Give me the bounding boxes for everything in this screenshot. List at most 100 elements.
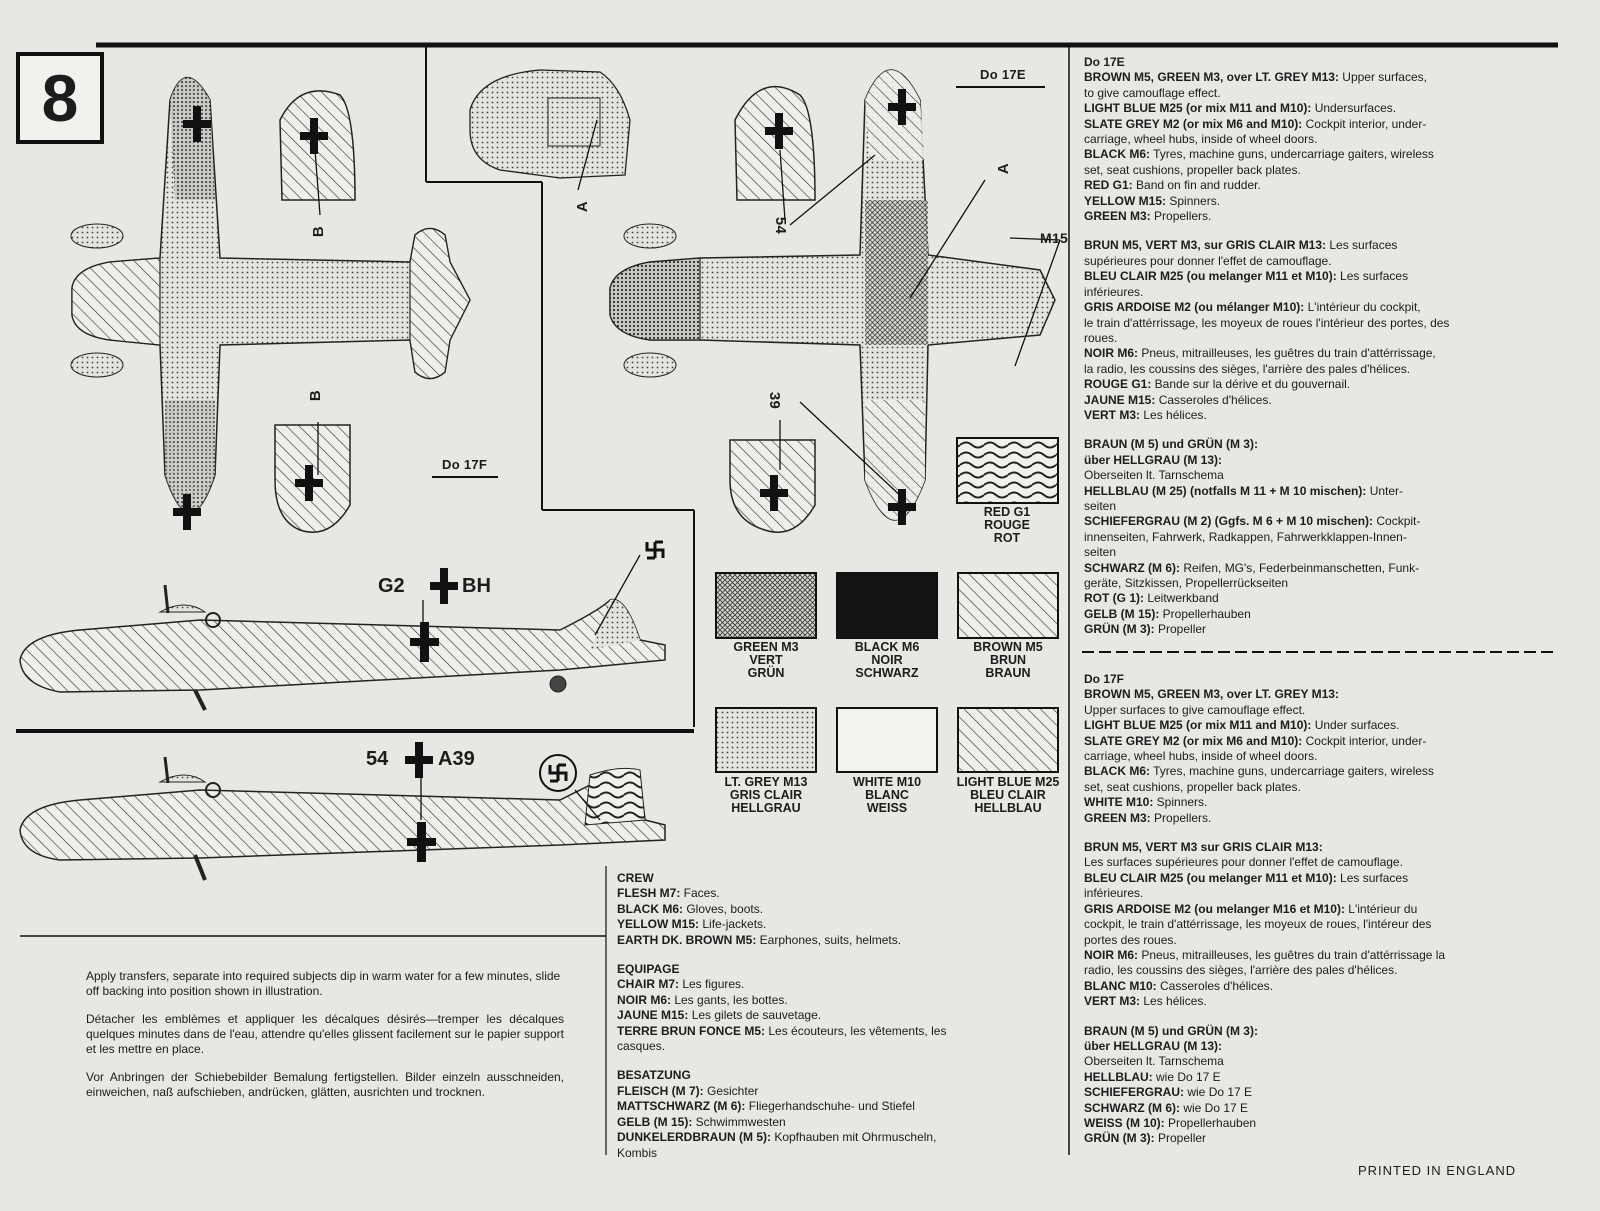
- note-text: Unter-: [1366, 483, 1404, 498]
- note-text: Band on fin and rudder.: [1132, 178, 1261, 193]
- note-heading: MATTSCHWARZ (M 6):: [617, 1099, 746, 1114]
- step-number: 8: [16, 52, 104, 144]
- note-text: Under surfaces.: [1311, 718, 1400, 733]
- note-line: JAUNE M15: Les gilets de sauvetage.: [617, 1008, 1057, 1023]
- callout-b-bottom: B: [307, 389, 325, 402]
- note-line: carriage, wheel hubs, inside of wheel do…: [1084, 132, 1564, 147]
- note-text: Faces.: [680, 886, 720, 901]
- note-heading: GREEN M3:: [1084, 810, 1151, 825]
- note-line: BLEU CLAIR M25 (ou melanger M11 et M10):…: [1084, 871, 1564, 886]
- note-text: inférieures.: [1084, 886, 1144, 901]
- note-heading: BRAUN (M 5) und GRÜN (M 3):: [1084, 437, 1258, 452]
- note-heading: NOIR M6:: [1084, 947, 1138, 962]
- note-text: Les surfaces: [1336, 870, 1409, 885]
- note-text: Les surfaces: [1336, 269, 1409, 284]
- note-line: BLACK M6: Gloves, boots.: [617, 902, 1057, 917]
- note-line: über HELLGRAU (M 13):: [1084, 453, 1564, 468]
- note-text: carriage, wheel hubs, inside of wheel do…: [1084, 132, 1318, 147]
- note-line: HELLBLAU: wie Do 17 E: [1084, 1070, 1564, 1085]
- note-line: inférieures.: [1084, 285, 1564, 300]
- note-heading: Do 17E: [1084, 55, 1125, 69]
- note-text: L'intérieur du cockpit,: [1304, 300, 1421, 315]
- note-line: WHITE M10: Spinners.: [1084, 795, 1564, 810]
- note-line: GRIS ARDOISE M2 (ou melanger M16 et M10)…: [1084, 902, 1564, 917]
- note-line: geräte, Sitzkissen, Propellerrückseiten: [1084, 576, 1564, 591]
- note-text: seiten: [1084, 545, 1117, 560]
- note-line: NOIR M6: Pneus, mitrailleuses, les guêtr…: [1084, 948, 1564, 963]
- note-text: Propeller: [1154, 1131, 1207, 1146]
- note-line: CHAIR M7: Les figures.: [617, 977, 1057, 992]
- note-line: GELB (M 15): Propellerhauben: [1084, 607, 1564, 622]
- note-line: GRÜN (M 3): Propeller: [1084, 1131, 1564, 1146]
- note-heading: HELLBLAU (M 25) (notfalls M 11 + M 10 mi…: [1084, 483, 1367, 498]
- note-heading: über HELLGRAU (M 13):: [1084, 1038, 1222, 1053]
- note-line: VERT M3: Les hélices.: [1084, 408, 1564, 423]
- note-text: wie Do 17 E: [1152, 1069, 1221, 1084]
- note-heading: CREW: [617, 871, 654, 885]
- cockpit-detail: [469, 69, 631, 191]
- note-heading: über HELLGRAU (M 13):: [1084, 452, 1222, 467]
- line-gap: [1084, 1010, 1564, 1024]
- note-text: radio, les coussins des sièges, l'arrièr…: [1084, 963, 1398, 978]
- note-heading: GELB (M 15):: [1084, 606, 1160, 621]
- do17e-fin-views: [729, 86, 876, 533]
- note-line: seiten: [1084, 545, 1564, 560]
- note-heading: GRIS ARDOISE M2 (ou melanger M16 et M10)…: [1084, 901, 1345, 916]
- note-heading: LIGHT BLUE M25 (or mix M11 and M10):: [1084, 101, 1312, 116]
- note-text: Upper surfaces,: [1338, 70, 1427, 85]
- note-text: Earphones, suits, helmets.: [756, 932, 902, 947]
- note-text: Gloves, boots.: [683, 901, 764, 916]
- note-text: Propellerhauben: [1159, 606, 1251, 621]
- note-text: Les figures.: [679, 977, 745, 992]
- registration-bh: BH: [462, 575, 491, 597]
- note-line: portes des roues.: [1084, 933, 1564, 948]
- note-line: EQUIPAGE: [617, 962, 1057, 977]
- printed-in-england: PRINTED IN ENGLAND: [1358, 1163, 1517, 1178]
- note-text: to give camouflage effect.: [1084, 85, 1221, 100]
- note-line: SCHIEFERGRAU (M 2) (Ggfs. M 6 + M 10 mis…: [1084, 514, 1564, 529]
- note-line: BRAUN (M 5) und GRÜN (M 3):: [1084, 1024, 1564, 1039]
- note-text: Spinners.: [1153, 795, 1208, 810]
- note-line: cockpit, le train d'attérrissage, les mo…: [1084, 917, 1564, 932]
- note-text: Leitwerkband: [1144, 591, 1219, 606]
- note-text: Casseroles d'hélices.: [1155, 392, 1272, 407]
- note-line: GRÜN (M 3): Propeller: [1084, 622, 1564, 637]
- note-line: to give camouflage effect.: [1084, 86, 1564, 101]
- note-heading: NOIR M6:: [617, 992, 671, 1007]
- note-line: YELLOW M15: Spinners.: [1084, 194, 1564, 209]
- note-text: Propellers.: [1150, 810, 1212, 825]
- note-line: Kombis: [617, 1146, 1057, 1161]
- line-gap: [1084, 224, 1564, 238]
- note-line: DUNKELERDBRAUN (M 5): Kopfhauben mit Ohr…: [617, 1130, 1057, 1145]
- note-line: CREW: [617, 871, 1057, 886]
- note-text: Pneus, mitrailleuses, les guêtres du tra…: [1138, 947, 1446, 962]
- note-text: Kombis: [617, 1145, 658, 1160]
- note-line: HELLBLAU (M 25) (notfalls M 11 + M 10 mi…: [1084, 484, 1564, 499]
- note-line: SLATE GREY M2 (or mix M6 and M10): Cockp…: [1084, 734, 1564, 749]
- note-heading: EARTH DK. BROWN M5:: [617, 932, 757, 947]
- note-line: GREEN M3: Propellers.: [1084, 811, 1564, 826]
- note-heading: GRÜN (M 3):: [1084, 622, 1155, 637]
- note-text: Reifen, MG's, Federbeinmanschetten, Funk…: [1180, 560, 1420, 575]
- note-heading: BLACK M6:: [1084, 764, 1150, 779]
- note-text: carriage, wheel hubs, inside of wheel do…: [1084, 749, 1318, 764]
- note-text: Spinners.: [1166, 193, 1221, 208]
- note-text: Les surfaces supérieures pour donner l'e…: [1084, 855, 1403, 870]
- registration-54: 54: [366, 748, 389, 770]
- note-text: Pneus, mitrailleuses, les guêtres du tra…: [1138, 346, 1436, 361]
- note-line: radio, les coussins des sièges, l'arrièr…: [1084, 963, 1564, 978]
- note-heading: JAUNE M15:: [1084, 392, 1156, 407]
- note-line: roues.: [1084, 331, 1564, 346]
- do17f-side-view: [19, 742, 666, 881]
- note-line: TERRE BRUN FONCE M5: Les écouteurs, les …: [617, 1024, 1057, 1039]
- note-text: geräte, Sitzkissen, Propellerrückseiten: [1084, 576, 1289, 590]
- note-heading: BRUN M5, VERT M3, sur GRIS CLAIR M13:: [1084, 238, 1327, 253]
- note-heading: DUNKELERDBRAUN (M 5):: [617, 1130, 771, 1145]
- note-line: WEISS (M 10): Propellerhauben: [1084, 1116, 1564, 1131]
- note-text: Gesichter: [703, 1083, 759, 1098]
- note-text: L'intérieur du: [1344, 901, 1418, 916]
- note-line: BROWN M5, GREEN M3, over LT. GREY M13: U…: [1084, 70, 1564, 85]
